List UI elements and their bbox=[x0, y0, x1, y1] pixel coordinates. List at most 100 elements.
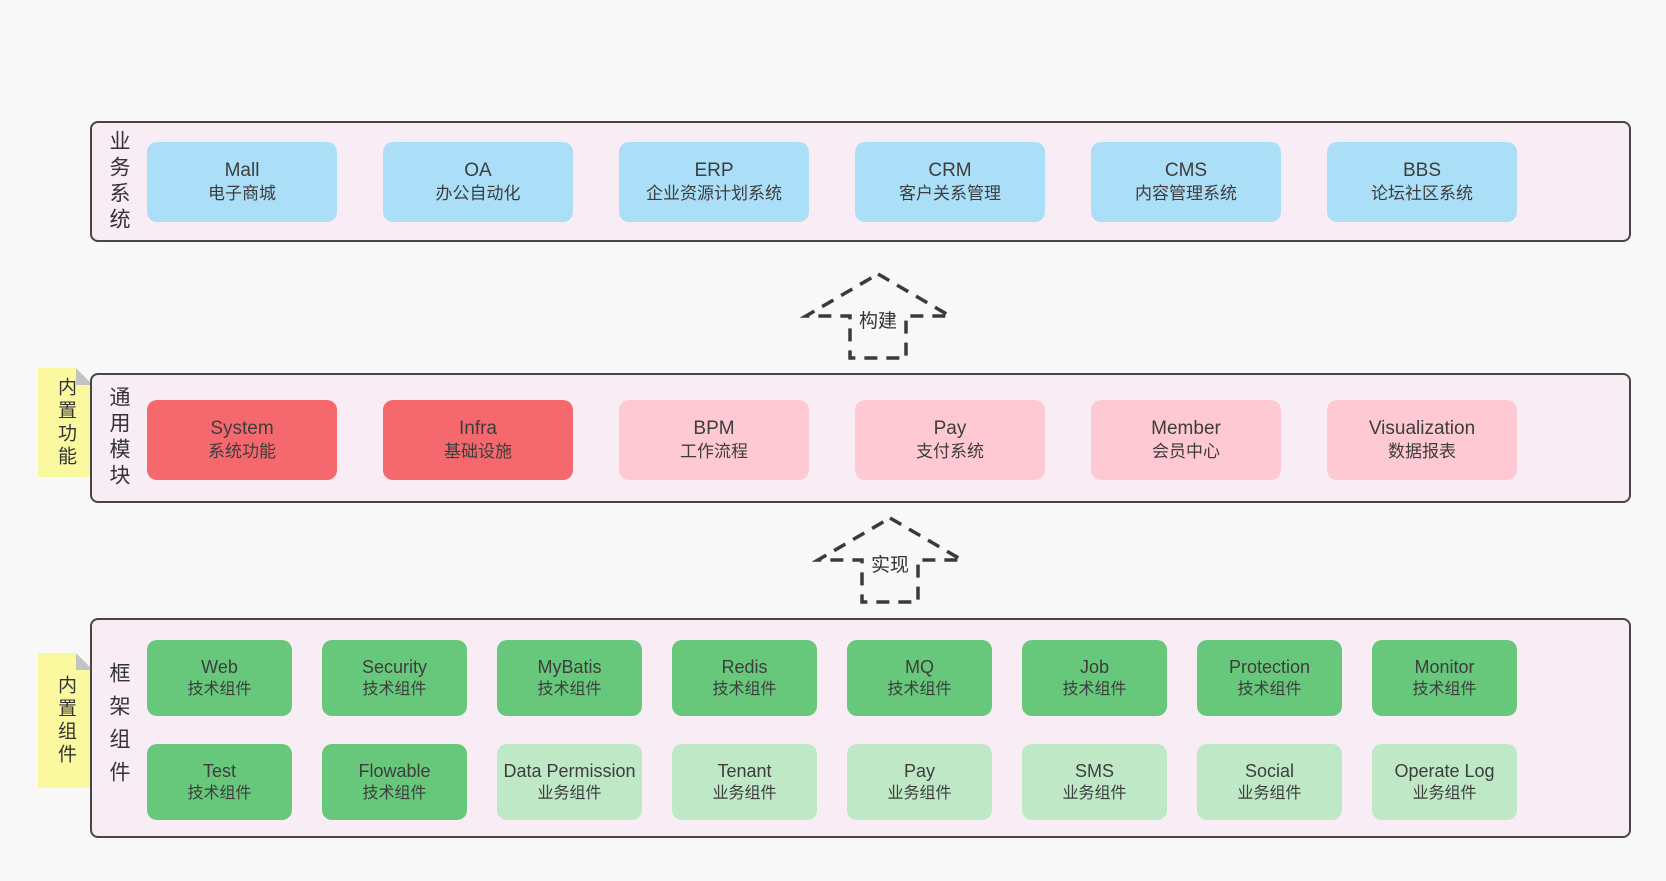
box-title: System bbox=[210, 418, 274, 440]
box-visualization: Visualization 数据报表 bbox=[1327, 400, 1517, 480]
box-subtitle: 企业资源计划系统 bbox=[646, 184, 782, 204]
box-subtitle: 技术组件 bbox=[1237, 681, 1302, 699]
arrow-label: 实现 bbox=[866, 550, 914, 577]
box-subtitle: 数据报表 bbox=[1388, 442, 1456, 462]
box-subtitle: 客户关系管理 bbox=[899, 184, 1001, 204]
box-title: SMS bbox=[1074, 760, 1114, 781]
box-subtitle: 支付系统 bbox=[916, 442, 984, 462]
box-title: MQ bbox=[905, 656, 934, 677]
box-job: Job 技术组件 bbox=[1022, 640, 1167, 716]
box-title: Monitor bbox=[1414, 656, 1475, 677]
box-social: Social 业务组件 bbox=[1197, 744, 1342, 820]
box-subtitle: 业务组件 bbox=[1412, 785, 1477, 803]
box-crm: CRM 客户关系管理 bbox=[855, 142, 1045, 222]
box-title: Protection bbox=[1228, 656, 1311, 677]
panel-vertical-label: 框架组件 bbox=[107, 662, 130, 794]
box-title: Visualization bbox=[1368, 418, 1476, 440]
box-pay: Pay 支付系统 bbox=[855, 400, 1045, 480]
arrow-label: 构建 bbox=[854, 306, 902, 333]
panel-framework-components: 框架组件 Web 技术组件 Security 技术组件 MyBatis 技术组件… bbox=[90, 618, 1631, 838]
box-oa: OA 办公自动化 bbox=[383, 142, 573, 222]
box-subtitle: 系统功能 bbox=[208, 442, 276, 462]
box-data-permission: Data Permission 业务组件 bbox=[497, 744, 642, 820]
box-erp: ERP 企业资源计划系统 bbox=[619, 142, 809, 222]
box-title: Data Permission bbox=[503, 760, 636, 781]
box-subtitle: 工作流程 bbox=[680, 442, 748, 462]
box-subtitle: 技术组件 bbox=[712, 681, 777, 699]
box-title: CMS bbox=[1164, 160, 1208, 182]
box-test: Test 技术组件 bbox=[147, 744, 292, 820]
box-subtitle: 技术组件 bbox=[887, 681, 952, 699]
box-title: ERP bbox=[694, 160, 734, 182]
box-subtitle: 电子商城 bbox=[208, 184, 276, 204]
box-subtitle: 办公自动化 bbox=[435, 184, 521, 204]
box-subtitle: 业务组件 bbox=[712, 785, 777, 803]
box-cms: CMS 内容管理系统 bbox=[1091, 142, 1281, 222]
sticky-note-label: 内置功能 bbox=[55, 376, 76, 469]
box-sms: SMS 业务组件 bbox=[1022, 744, 1167, 820]
box-subtitle: 基础设施 bbox=[444, 442, 512, 462]
box-title: BBS bbox=[1402, 160, 1442, 182]
box-title: Test bbox=[202, 760, 236, 781]
box-title: OA bbox=[464, 160, 492, 182]
box-subtitle: 技术组件 bbox=[362, 785, 427, 803]
sticky-note-label: 内置组件 bbox=[55, 674, 76, 767]
panel-vertical-label: 业务系统 bbox=[107, 129, 130, 234]
box-mq: MQ 技术组件 bbox=[847, 640, 992, 716]
sticky-note-built-in-components: 内置组件 bbox=[38, 653, 93, 788]
box-title: Flowable bbox=[358, 760, 431, 781]
box-title: Web bbox=[201, 656, 238, 677]
arrow-implement: 实现 bbox=[810, 514, 970, 606]
box-system: System 系统功能 bbox=[147, 400, 337, 480]
box-title: Social bbox=[1244, 760, 1295, 781]
box-title: Member bbox=[1151, 418, 1221, 440]
box-subtitle: 业务组件 bbox=[887, 785, 952, 803]
box-title: Tenant bbox=[717, 760, 772, 781]
box-subtitle: 技术组件 bbox=[1062, 681, 1127, 699]
box-mall: Mall 电子商城 bbox=[147, 142, 337, 222]
box-subtitle: 技术组件 bbox=[187, 681, 252, 699]
box-tenant: Tenant 业务组件 bbox=[672, 744, 817, 820]
box-title: Infra bbox=[458, 418, 498, 440]
box-title: CRM bbox=[928, 160, 972, 182]
box-pay-business: Pay 业务组件 bbox=[847, 744, 992, 820]
box-subtitle: 技术组件 bbox=[1412, 681, 1477, 699]
panel-vertical-label: 通用模块 bbox=[107, 386, 130, 490]
box-member: Member 会员中心 bbox=[1091, 400, 1281, 480]
dashed-up-arrow-icon bbox=[799, 271, 957, 360]
box-infra: Infra 基础设施 bbox=[383, 400, 573, 480]
box-title: BPM bbox=[693, 418, 735, 440]
panel-common-modules: 通用模块 System 系统功能 Infra 基础设施 BPM 工作流程 Pay… bbox=[90, 373, 1631, 503]
box-protection: Protection 技术组件 bbox=[1197, 640, 1342, 716]
box-subtitle: 技术组件 bbox=[187, 785, 252, 803]
panel-business-systems: 业务系统 Mall 电子商城 OA 办公自动化 ERP 企业资源计划系统 CRM… bbox=[90, 121, 1631, 242]
box-title: Pay bbox=[903, 760, 936, 781]
box-title: MyBatis bbox=[537, 656, 602, 677]
box-title: Pay bbox=[933, 418, 967, 440]
box-bpm: BPM 工作流程 bbox=[619, 400, 809, 480]
box-web: Web 技术组件 bbox=[147, 640, 292, 716]
box-subtitle: 会员中心 bbox=[1152, 442, 1220, 462]
box-subtitle: 技术组件 bbox=[362, 681, 427, 699]
box-subtitle: 论坛社区系统 bbox=[1371, 184, 1473, 204]
box-subtitle: 业务组件 bbox=[1237, 785, 1302, 803]
box-title: Mall bbox=[224, 160, 260, 182]
box-monitor: Monitor 技术组件 bbox=[1372, 640, 1517, 716]
box-subtitle: 业务组件 bbox=[537, 785, 602, 803]
box-flowable: Flowable 技术组件 bbox=[322, 744, 467, 820]
box-subtitle: 技术组件 bbox=[537, 681, 602, 699]
arrow-build: 构建 bbox=[798, 270, 958, 362]
box-subtitle: 业务组件 bbox=[1062, 785, 1127, 803]
box-redis: Redis 技术组件 bbox=[672, 640, 817, 716]
box-subtitle: 内容管理系统 bbox=[1135, 184, 1237, 204]
sticky-note-built-in-features: 内置功能 bbox=[38, 368, 93, 477]
box-security: Security 技术组件 bbox=[322, 640, 467, 716]
dashed-up-arrow-icon bbox=[811, 515, 969, 604]
box-title: Security bbox=[361, 656, 428, 677]
box-title: Redis bbox=[721, 656, 768, 677]
box-title: Job bbox=[1079, 656, 1110, 677]
box-mybatis: MyBatis 技术组件 bbox=[497, 640, 642, 716]
box-title: Operate Log bbox=[1394, 760, 1495, 781]
box-bbs: BBS 论坛社区系统 bbox=[1327, 142, 1517, 222]
